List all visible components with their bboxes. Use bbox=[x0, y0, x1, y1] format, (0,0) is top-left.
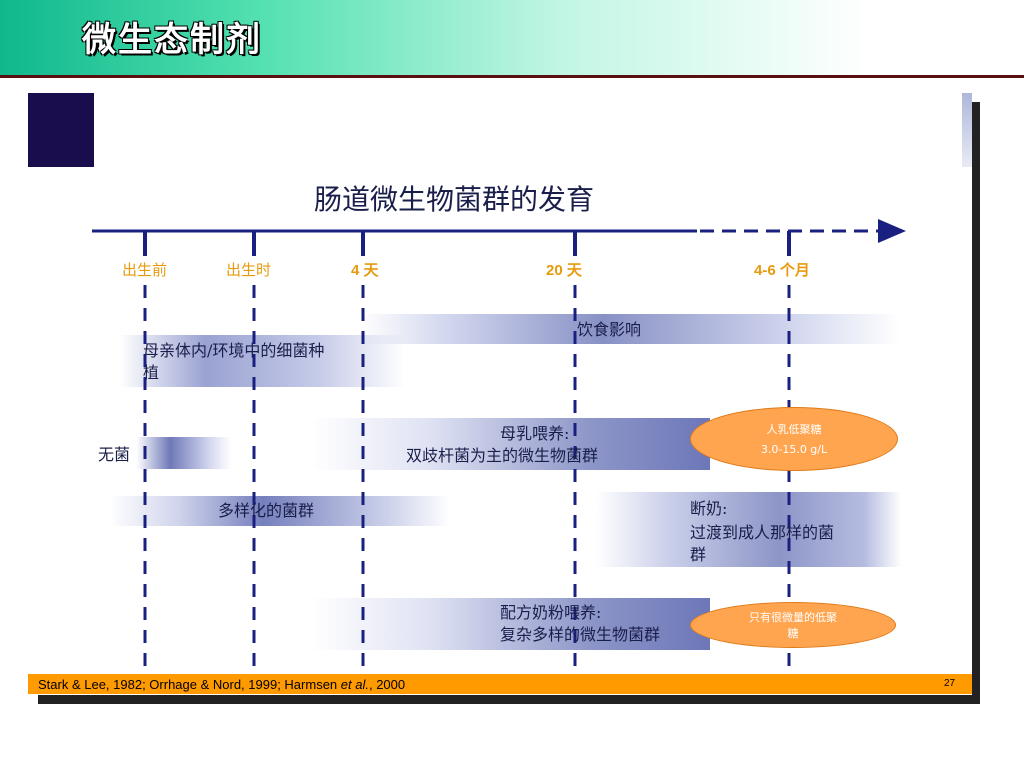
callout-trace-line1: 只有很微量的低聚 bbox=[749, 611, 837, 624]
tick-marks bbox=[143, 231, 791, 256]
page-number: 27 bbox=[944, 678, 956, 689]
band-sterile bbox=[96, 437, 231, 469]
weaning-label-line2: 过渡到成人那样的菌 bbox=[690, 523, 835, 542]
callout-trace: 只有很微量的低聚 糖 bbox=[690, 602, 896, 648]
callout-trace-line2: 糖 bbox=[787, 627, 799, 640]
diverse-label: 多样化的菌群 bbox=[218, 501, 315, 520]
band-weaning bbox=[596, 492, 901, 567]
tick-label-at-birth: 出生时 bbox=[226, 261, 272, 279]
citation-etal: et al. bbox=[340, 677, 369, 692]
band-diverse bbox=[110, 496, 450, 526]
maternal-label-line1: 母亲体内/环境中的细菌种 bbox=[143, 341, 325, 360]
breastfeed-label-line1: 母乳喂养: bbox=[500, 424, 570, 443]
tick-label-before-birth: 出生前 bbox=[122, 261, 168, 279]
timeline-arrowhead bbox=[878, 219, 906, 243]
guide-lines bbox=[143, 285, 791, 668]
header-bar bbox=[0, 0, 1024, 78]
corner-block bbox=[28, 93, 94, 167]
citation: Stark & Lee, 1982; Orrhage & Nord, 1999;… bbox=[38, 677, 405, 692]
diagram-title: 肠道微生物菌群的发育 bbox=[314, 183, 595, 216]
band-maternal bbox=[120, 335, 405, 387]
formula-label-line2: 复杂多样的微生物菌群 bbox=[500, 625, 661, 644]
tick-label-20-days: 20 天 bbox=[546, 262, 582, 279]
tick-label-4-6-months: 4-6 个月 bbox=[754, 262, 810, 279]
footer-bar bbox=[28, 674, 972, 694]
band-breastfeed bbox=[310, 418, 710, 470]
citation-pre: Stark & Lee, 1982; Orrhage & Nord, 1999;… bbox=[38, 677, 341, 692]
formula-label-line1: 配方奶粉喂养: bbox=[500, 603, 602, 622]
callout-hmo: 人乳低聚糖 3.0-15.0 g/L bbox=[690, 407, 898, 471]
slide-panel bbox=[28, 93, 972, 695]
callout-hmo-line1: 人乳低聚糖 bbox=[766, 423, 822, 436]
maternal-label-line2: 植 bbox=[143, 363, 160, 382]
band-formula bbox=[310, 598, 710, 650]
weaning-label-line3: 群 bbox=[690, 545, 707, 564]
band-diet bbox=[360, 314, 900, 344]
breastfeed-label-line2: 双歧杆菌为主的微生物菌群 bbox=[406, 446, 599, 465]
callout-hmo-line2: 3.0-15.0 g/L bbox=[760, 443, 828, 456]
sterile-label: 无菌 bbox=[98, 445, 131, 464]
tick-label-4-days: 4 天 bbox=[351, 262, 379, 279]
corner-accent bbox=[962, 93, 972, 167]
weaning-label-line1: 断奶: bbox=[690, 499, 728, 518]
diet-label: 饮食影响 bbox=[577, 320, 642, 339]
citation-post: , 2000 bbox=[368, 677, 406, 692]
header-divider bbox=[0, 75, 1024, 78]
page-title: 微生态制剂 bbox=[82, 20, 262, 60]
